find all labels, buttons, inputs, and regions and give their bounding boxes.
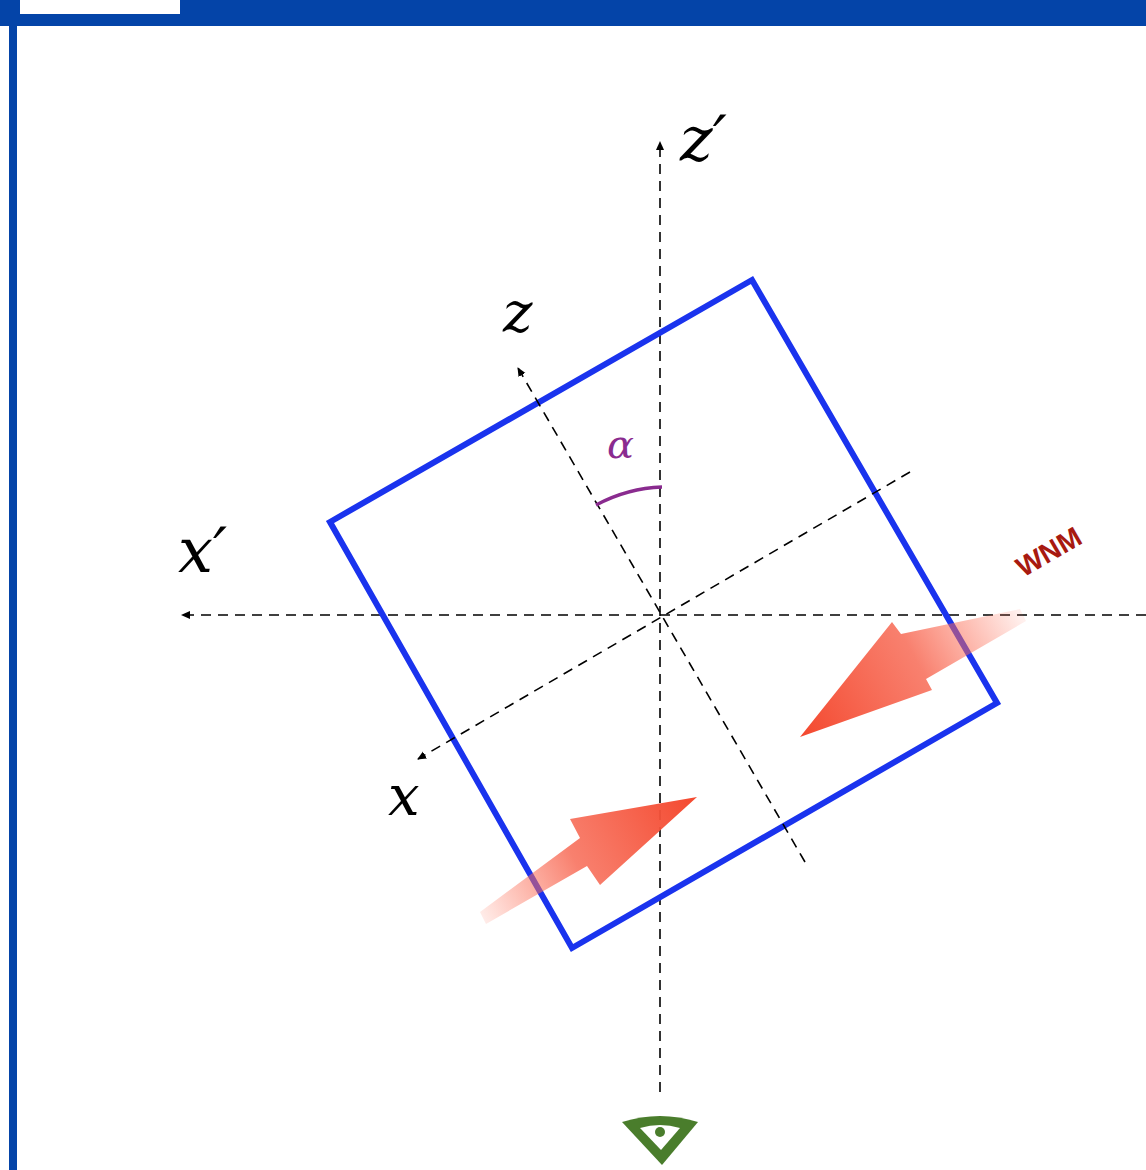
flow-arrow (480, 797, 697, 924)
frame-border (9, 0, 17, 1170)
observer-eye (622, 1116, 698, 1165)
angle-arc (596, 487, 662, 505)
rotated-box (330, 280, 997, 948)
header-tab (20, 0, 180, 14)
axis-label: z (503, 285, 533, 341)
flow-label: WNM (1010, 522, 1088, 583)
angle-label: α (607, 424, 634, 464)
flow-arrow (800, 609, 1026, 737)
axis-label: x′ (178, 520, 227, 582)
z-axis (518, 368, 805, 862)
header-bar (0, 0, 1146, 26)
axis-label: z′ (680, 108, 727, 170)
axis-label: x (388, 768, 420, 824)
